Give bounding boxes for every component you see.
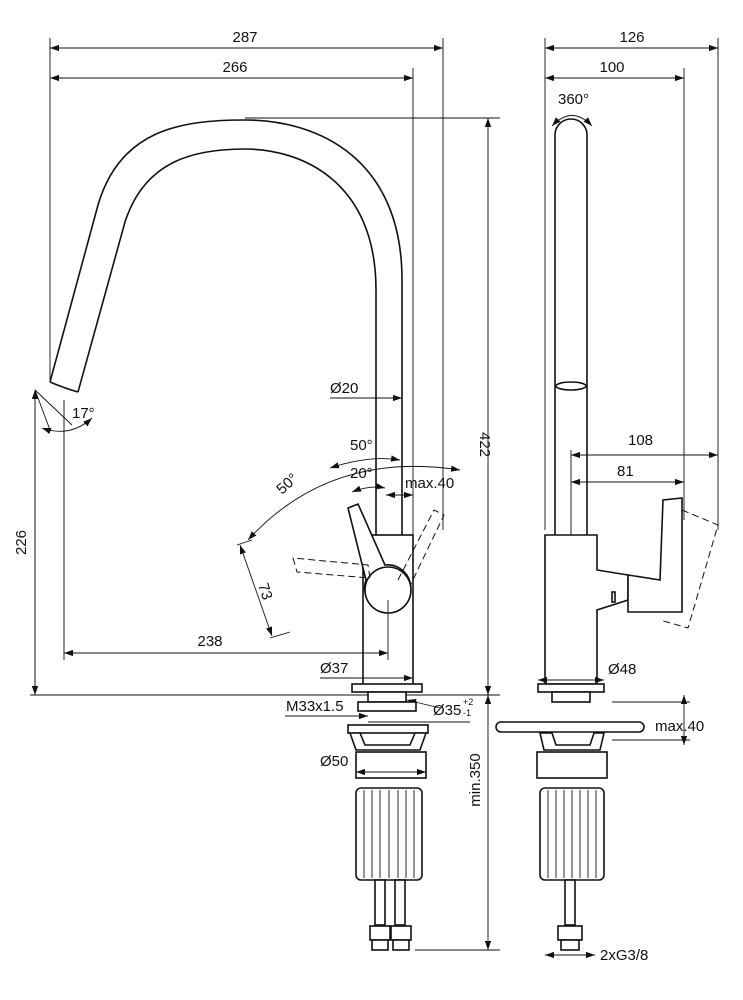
- label-lever-angle-rear: 50°: [350, 437, 373, 454]
- label-thread: M33x1.5: [286, 698, 344, 715]
- front-view: 287 266 17° Ø20 50° 50° 20° max: [13, 29, 500, 951]
- label-outlet-reach: 238: [197, 633, 222, 650]
- label-rotation: 360°: [558, 91, 589, 108]
- label-lever-angle-total: 50°: [273, 470, 301, 498]
- side-view: 126 100 360° 108 81 Ø48 max.40: [495, 29, 719, 964]
- label-height-total: 422: [476, 432, 493, 457]
- label-hole-diameter: Ø35: [433, 702, 461, 719]
- label-spout-reach: 266: [222, 59, 247, 76]
- label-connections: 2xG3/8: [600, 947, 648, 964]
- label-nut-diameter: Ø50: [320, 753, 348, 770]
- label-spout-angle: 17°: [72, 405, 95, 422]
- label-spout-diameter: Ø20: [330, 380, 358, 397]
- label-hose-length: min.350: [467, 753, 484, 806]
- label-outlet-height: 226: [13, 530, 30, 555]
- label-base-diameter: Ø48: [608, 661, 636, 678]
- spout-outline: [49, 119, 403, 535]
- label-lever-clearance: max.40: [405, 475, 454, 492]
- label-lever-depth-open: 108: [628, 432, 653, 449]
- label-hole-tol-upper: +2: [463, 697, 473, 707]
- label-body-diameter: Ø37: [320, 660, 348, 677]
- label-overall-width: 287: [232, 29, 257, 46]
- label-countertop-thickness: max.40: [655, 718, 704, 735]
- label-overall-depth: 126: [619, 29, 644, 46]
- spout-side: [554, 118, 588, 535]
- label-hole-tol-lower: -1: [463, 708, 471, 718]
- label-lever-angle-front: 20°: [350, 465, 373, 482]
- label-spout-depth: 100: [599, 59, 624, 76]
- label-lever-depth: 81: [617, 463, 634, 480]
- label-lever-length: 73: [254, 581, 275, 602]
